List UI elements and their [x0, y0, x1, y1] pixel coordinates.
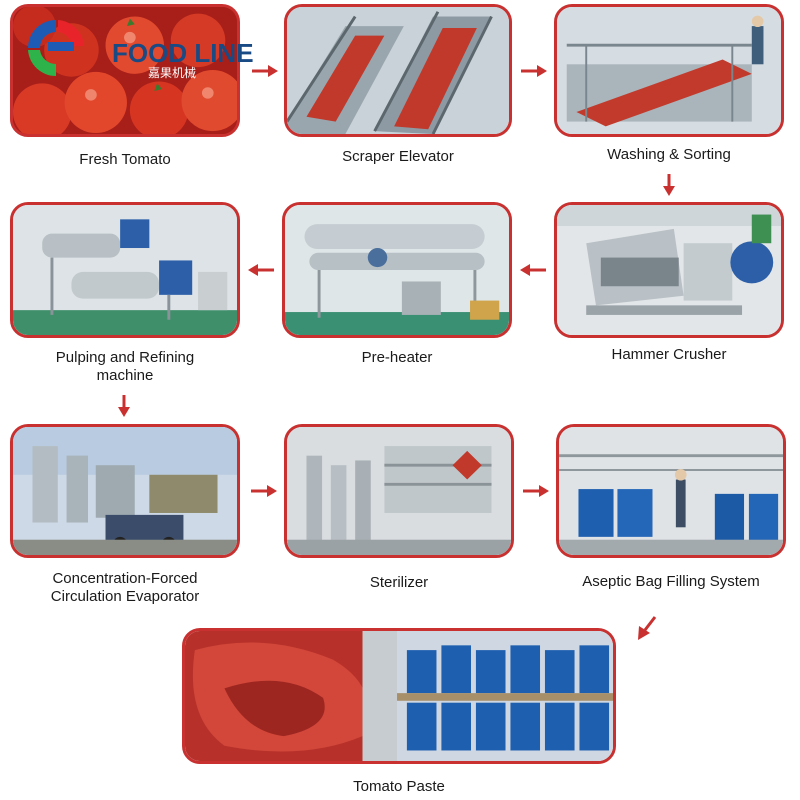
step-label: Hammer Crusher: [611, 346, 727, 363]
scraper-elevator-photo: [284, 4, 512, 137]
pulping-machine-photo: [10, 202, 240, 338]
arrow-left-icon: [248, 264, 274, 276]
washing-sorting-photo: [554, 4, 784, 137]
arrow-down-left-icon: [638, 616, 657, 640]
arrow-right-icon: [523, 485, 549, 497]
step-label: Scraper Elevator: [342, 148, 454, 165]
step-label: Concentration-Forced Circulation Evapora…: [50, 570, 200, 605]
evaporator-photo: [10, 424, 240, 558]
arrow-down-icon: [663, 174, 675, 196]
arrow-left-icon: [520, 264, 546, 276]
step-label: Fresh Tomato: [79, 151, 171, 168]
step-label: Sterilizer: [369, 574, 429, 591]
logo-subtitle: 嘉果机械: [148, 66, 197, 80]
tomato-paste-photo: [182, 628, 616, 764]
food-line-logo: FOOD LINE 嘉果机械: [8, 16, 278, 80]
arrow-down-icon: [118, 395, 130, 417]
step-label: Washing & Sorting: [607, 146, 731, 163]
logo-mark-icon: [28, 20, 84, 77]
step-label: Tomato Paste: [353, 778, 445, 795]
hammer-crusher-photo: [554, 202, 784, 338]
aseptic-filling-photo: [556, 424, 786, 558]
step-label: Pulping and Refining machine: [55, 349, 195, 384]
step-label: Pre-heater: [361, 349, 433, 366]
arrow-right-icon: [521, 65, 547, 77]
sterilizer-photo: [284, 424, 514, 558]
arrow-right-icon: [251, 485, 277, 497]
step-label: Aseptic Bag Filling System: [582, 573, 760, 590]
logo-brand: FOOD LINE: [112, 38, 254, 68]
pre-heater-photo: [282, 202, 512, 338]
